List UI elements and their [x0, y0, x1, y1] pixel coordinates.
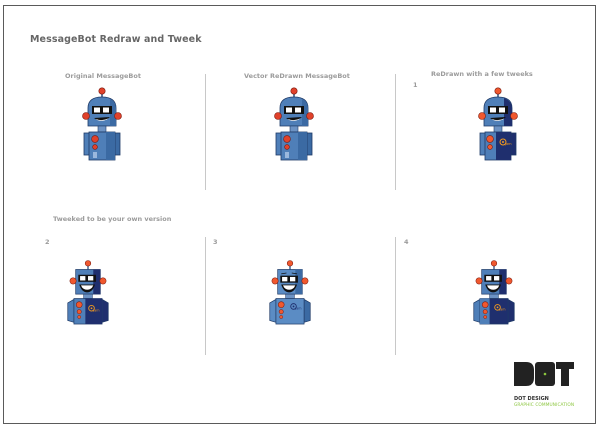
caption-bottom-heading: Tweeked to be your own version	[53, 215, 172, 223]
page-title: MessageBot Redraw and Tweek	[30, 34, 202, 45]
divider-top-right	[395, 74, 396, 190]
logo-tagline: GRAPHIC COMMUNICATION	[514, 403, 575, 408]
caption-tweaks: ReDrawn with a few tweeks	[431, 70, 533, 78]
robot-version-2-illustration: jam	[67, 260, 109, 325]
number-2: 2	[45, 238, 50, 246]
dot-design-logo: DOT DESIGN GRAPHIC COMMUNICATION	[514, 362, 574, 408]
robot-tweaked-illustration: jam	[478, 87, 518, 161]
robot-original-illustration	[82, 87, 122, 161]
svg-text:jam: jam	[498, 307, 505, 311]
caption-original: Original MessageBot	[65, 72, 141, 80]
robot-version-4-illustration: jam	[473, 260, 515, 325]
caption-vector: Vector ReDrawn MessageBot	[244, 72, 350, 80]
number-3: 3	[213, 238, 218, 246]
robot-vector-illustration	[274, 87, 314, 161]
number-4: 4	[404, 238, 409, 246]
robot-version-3-illustration: jam	[269, 260, 311, 325]
logo-name: DOT DESIGN	[514, 396, 549, 402]
divider-top-left	[205, 74, 206, 190]
svg-text:jam: jam	[294, 307, 301, 311]
number-1: 1	[413, 81, 418, 89]
divider-bottom-left	[205, 237, 206, 355]
svg-text:jam: jam	[92, 308, 99, 312]
svg-text:jam: jam	[504, 142, 512, 146]
page-frame	[3, 5, 596, 424]
dot-logo-mark-icon	[514, 362, 574, 386]
divider-bottom-right	[395, 237, 396, 355]
